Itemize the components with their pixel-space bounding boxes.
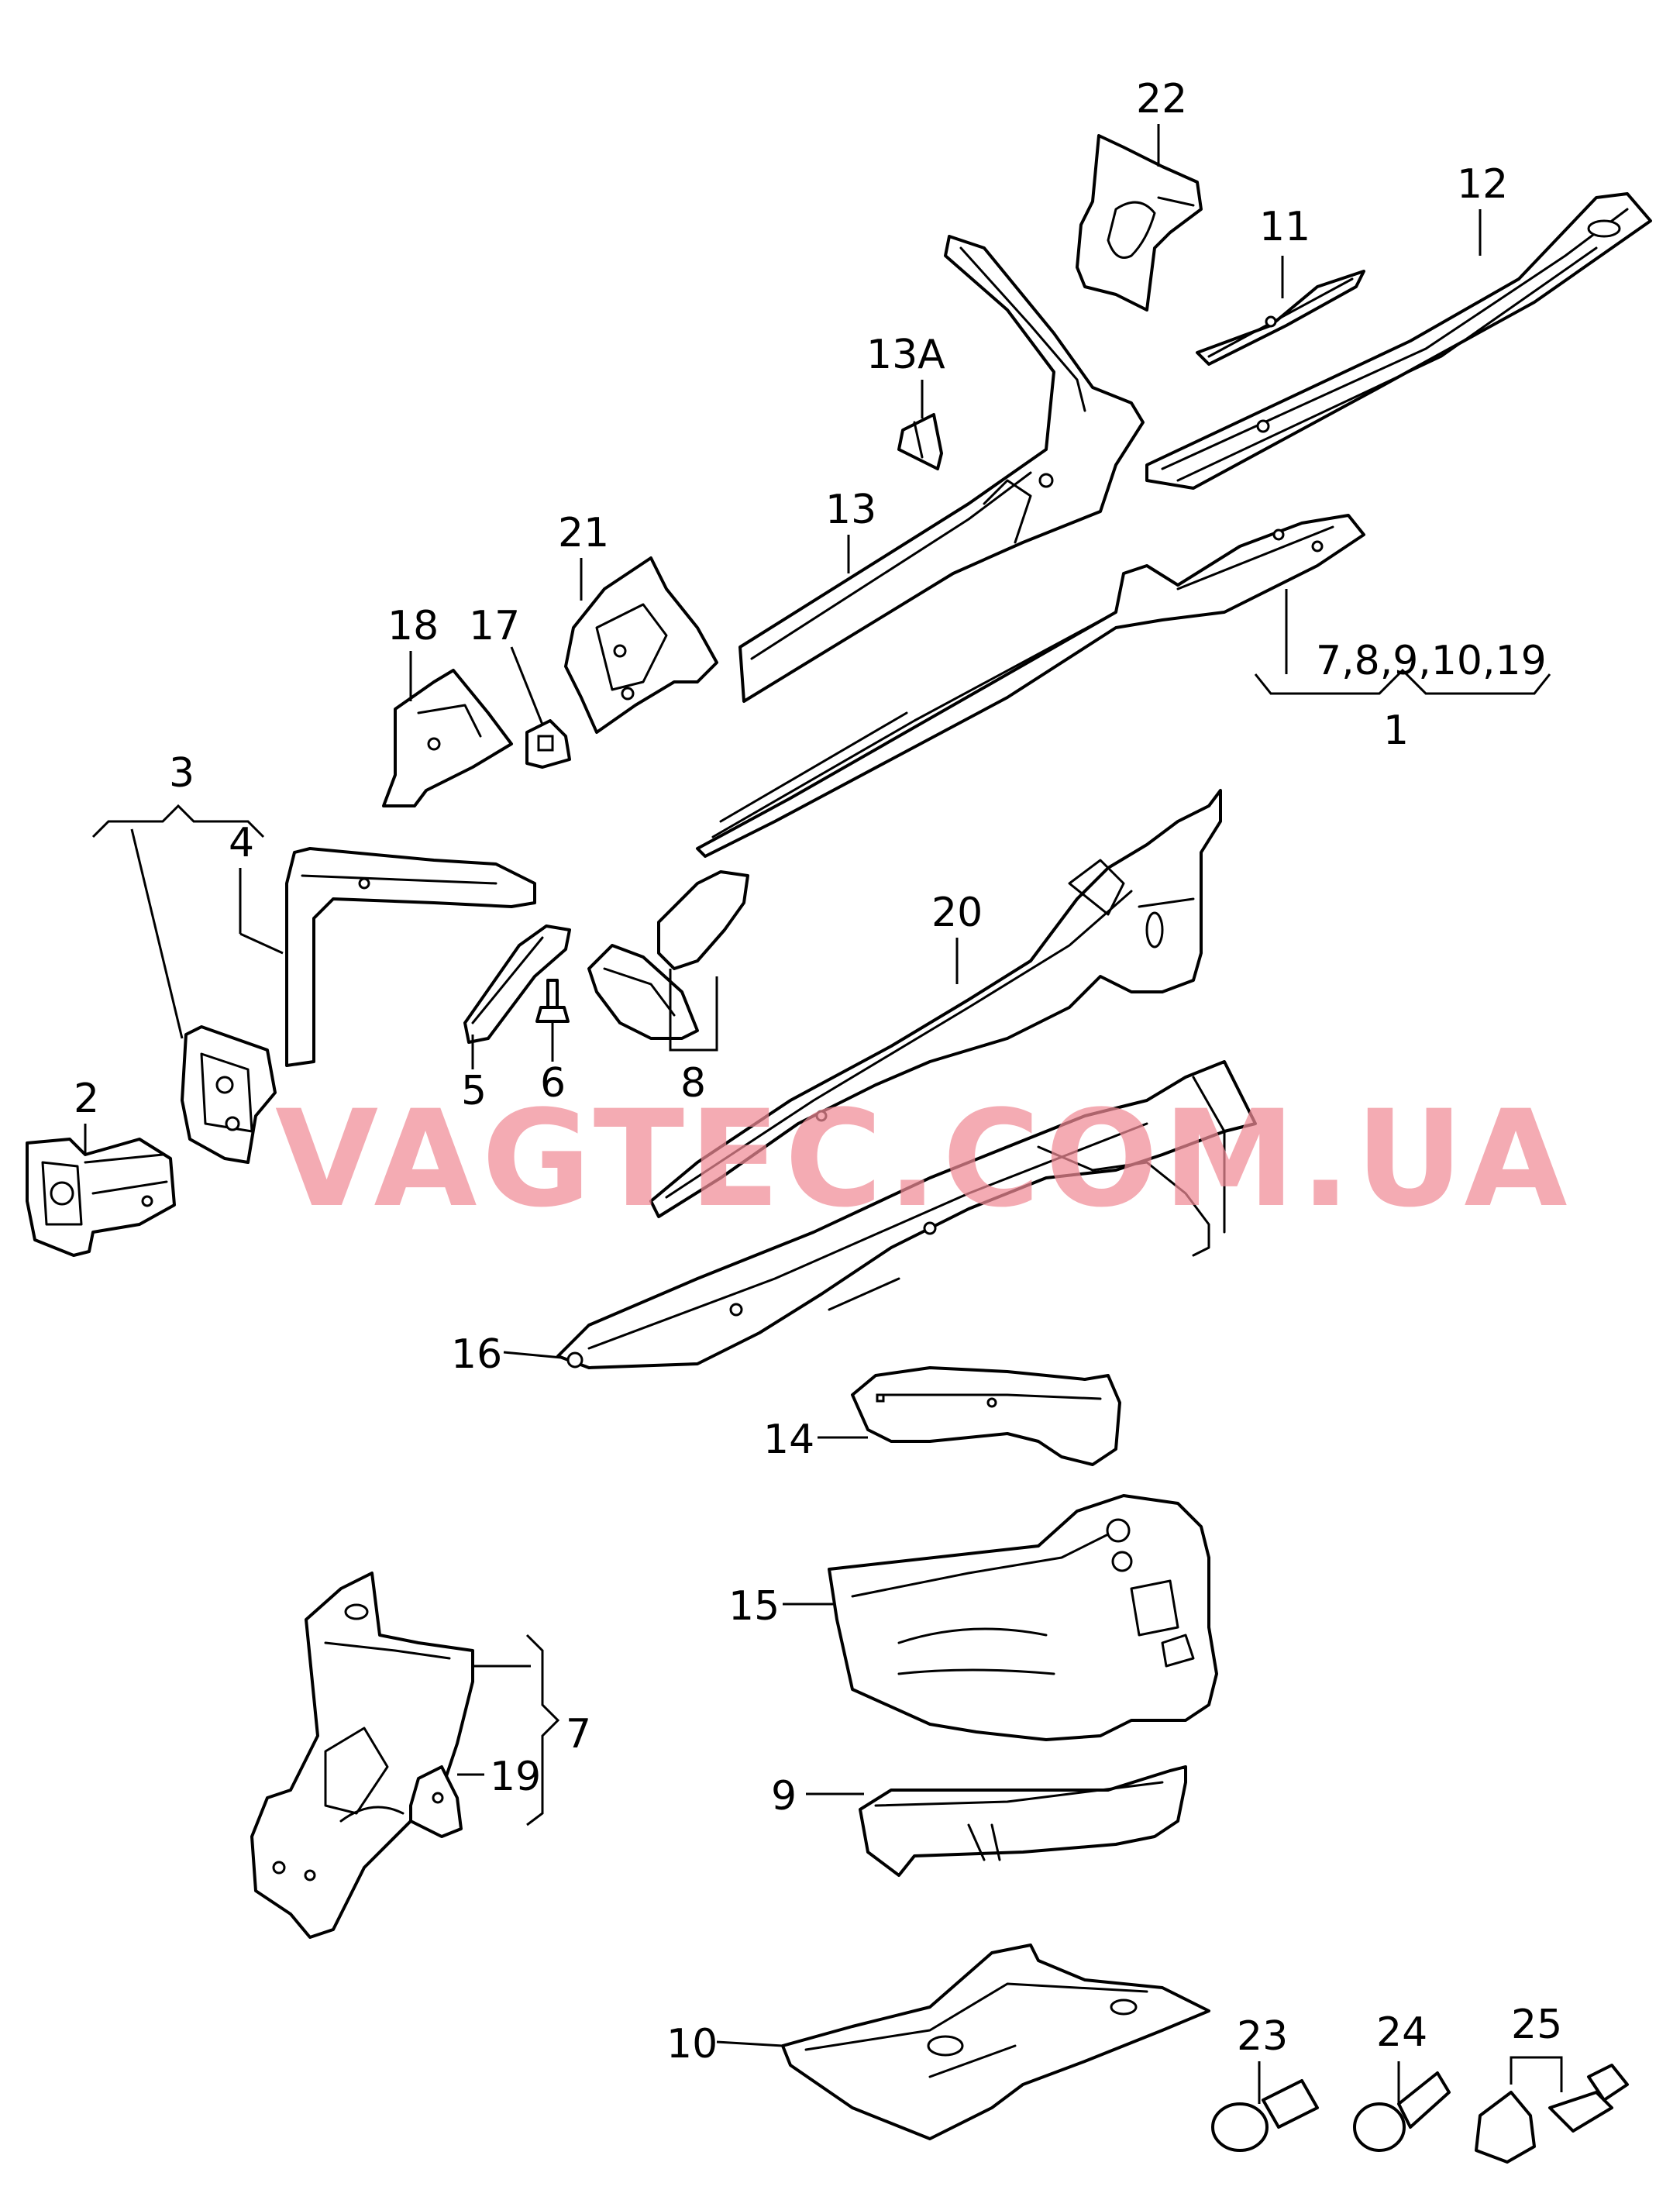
part-13-pillar-rail[interactable] [738, 235, 1145, 703]
part-10-floor-panel[interactable] [781, 1944, 1210, 2140]
callout-20: 20 [931, 890, 983, 936]
part-25-bolt[interactable] [1475, 2064, 1629, 2164]
part-21-bracket[interactable] [564, 556, 718, 734]
part-15-wheelhouse-panel[interactable] [828, 1494, 1218, 1741]
part-24-clip[interactable] [1353, 2071, 1451, 2152]
part-9-panel[interactable] [859, 1765, 1187, 1877]
callout-18: 18 [387, 603, 439, 649]
callout-6: 6 [540, 1060, 566, 1107]
part-7-side-assembly[interactable] [250, 1572, 474, 1939]
callout-16: 16 [451, 1331, 502, 1378]
callout-21: 21 [558, 510, 609, 556]
part-13a-bracket[interactable] [897, 413, 943, 470]
callout-22: 22 [1136, 76, 1187, 122]
part-4-brace[interactable] [285, 847, 536, 1067]
callout-10: 10 [666, 2021, 718, 2067]
watermark-text: VAGTEC.COM.UA [275, 1081, 1572, 1237]
callout-3: 3 [169, 750, 195, 797]
part-2-crash-box[interactable] [26, 1138, 176, 1257]
callout-12: 12 [1457, 161, 1508, 208]
part-11-reinforcement[interactable] [1196, 270, 1365, 366]
callout-11: 11 [1259, 204, 1310, 250]
callout-23: 23 [1237, 2013, 1288, 2060]
part-6-bolt[interactable] [535, 979, 570, 1023]
callout-24: 24 [1376, 2009, 1427, 2056]
part-14-cross-member[interactable] [851, 1366, 1121, 1466]
callout-15: 15 [728, 1583, 780, 1630]
callout-19: 19 [490, 1754, 541, 1800]
callout-group-7: 7 [566, 1711, 591, 1758]
part-3-mounting-plate[interactable] [181, 1025, 277, 1164]
part-18-bracket[interactable] [382, 669, 513, 807]
part-12-side-member[interactable] [1145, 192, 1652, 490]
callout-5: 5 [461, 1068, 487, 1114]
part-19-bracket[interactable] [409, 1765, 463, 1838]
callout-14: 14 [763, 1417, 814, 1463]
part-1-sill-assembly[interactable] [696, 514, 1365, 858]
part-20-wheelhouse[interactable] [649, 789, 1222, 1218]
callout-8: 8 [680, 1060, 706, 1107]
callout-4: 4 [229, 820, 254, 866]
part-8-bracket[interactable] [587, 870, 749, 1040]
callout-17: 17 [469, 603, 520, 649]
part-23-clip[interactable] [1211, 2079, 1319, 2152]
callout-25: 25 [1511, 2002, 1562, 2048]
part-17-bracket[interactable] [525, 719, 571, 769]
part-16-longitudinal-member[interactable] [556, 1060, 1257, 1369]
part-22-bracket[interactable] [1076, 134, 1203, 312]
callout-group-1: 7,8,9,10,19 [1316, 638, 1547, 684]
callout-13a: 13A [866, 332, 945, 378]
part-5-bracket[interactable] [463, 924, 571, 1044]
callout-2: 2 [74, 1076, 99, 1122]
leader-lines [84, 124, 1563, 2104]
callout-labels: 22 11 12 13A 13 7,8,9,10,19 1 21 18 17 3… [74, 76, 1562, 2067]
callout-1: 1 [1383, 708, 1409, 754]
callout-13: 13 [825, 487, 876, 533]
callout-9: 9 [771, 1773, 797, 1820]
